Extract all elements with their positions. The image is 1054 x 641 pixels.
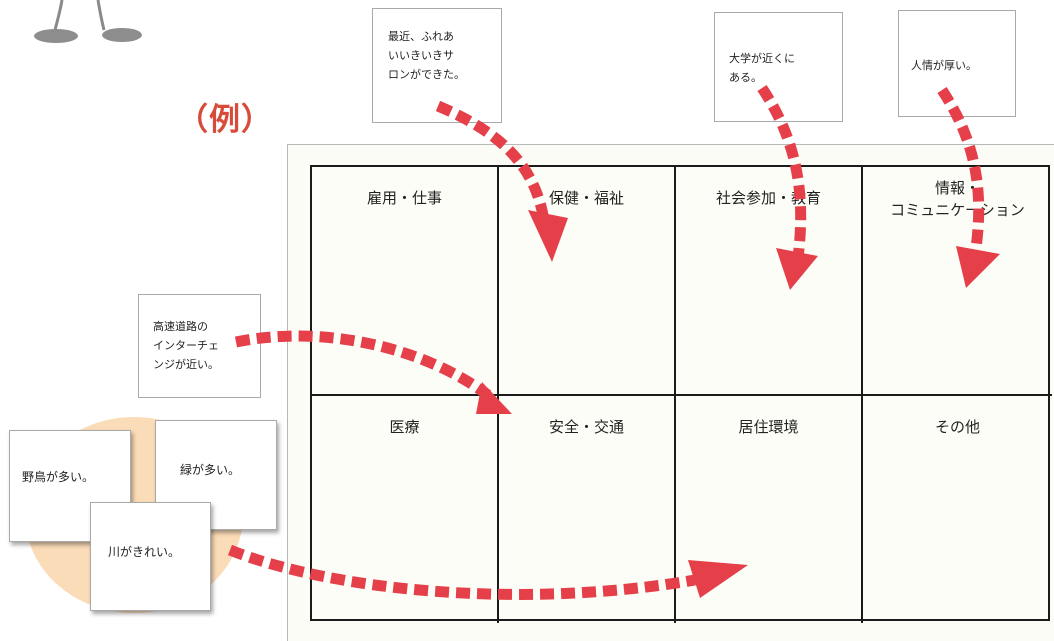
category-grid: 雇用・仕事 保健・福祉 社会参加・教育 情報・ コミュニケーション 医療 安全・… bbox=[310, 165, 1052, 623]
note-highway: 高速道路の インターチェ ンジが近い。 bbox=[138, 294, 261, 398]
note-salon: 最近、ふれあ いいきいきサ ロンができた。 bbox=[372, 8, 502, 123]
note-kindness: 人情が厚い。 bbox=[898, 10, 1016, 117]
cell-employment: 雇用・仕事 bbox=[312, 167, 499, 396]
note-river: 川がきれい。 bbox=[90, 502, 211, 611]
note-university: 大学が近くに ある。 bbox=[714, 12, 843, 122]
example-title: （例） bbox=[177, 102, 273, 138]
cell-health-welfare: 保健・福祉 bbox=[499, 167, 676, 396]
cell-medical: 医療 bbox=[312, 396, 499, 623]
cell-information-communication: 情報・ コミュニケーション bbox=[863, 167, 1052, 396]
cell-safety-traffic: 安全・交通 bbox=[499, 396, 676, 623]
cell-other: その他 bbox=[934, 418, 980, 436]
character-figure bbox=[34, 0, 142, 43]
cell-participation-education: 社会参加・教育 bbox=[676, 167, 863, 396]
cell-living-environment: 居住環境 bbox=[676, 396, 863, 623]
